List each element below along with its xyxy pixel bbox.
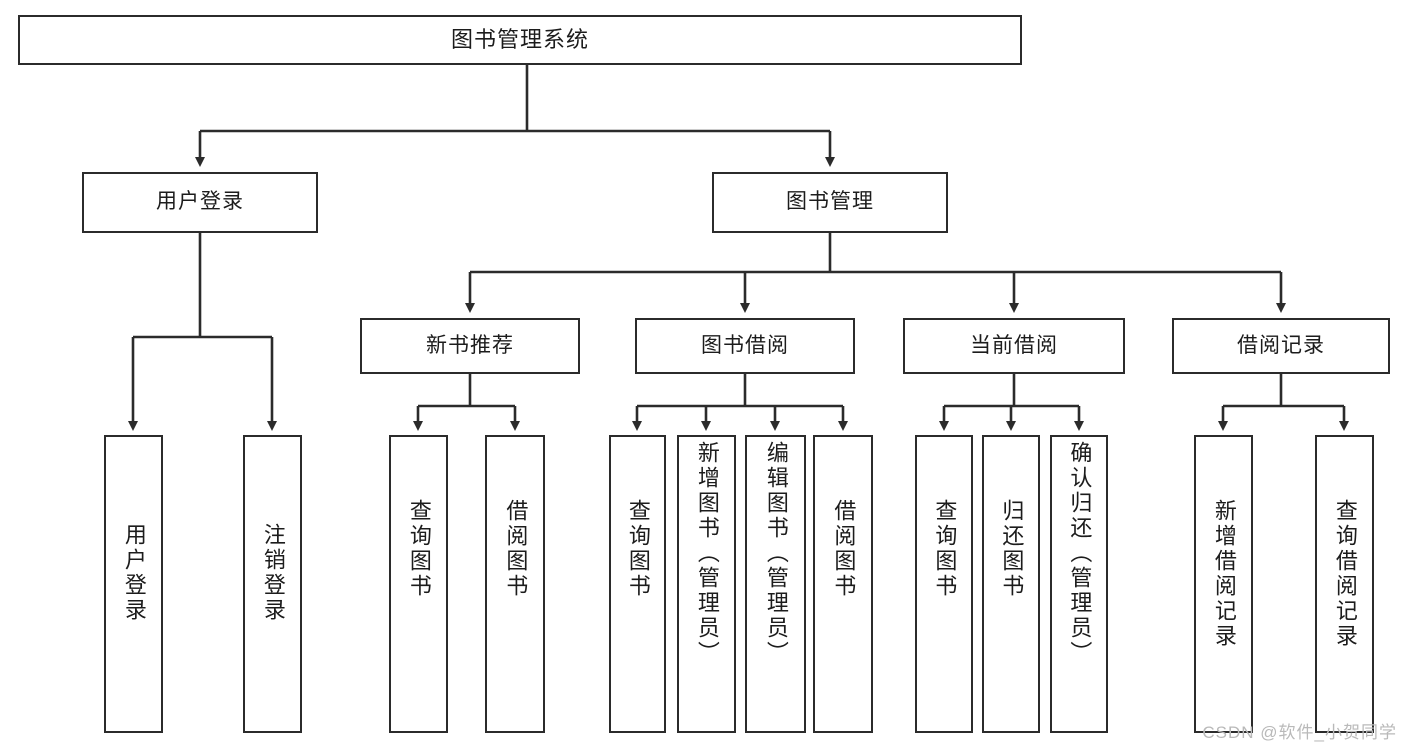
node-current-borrow[interactable]: 当前借阅 [903, 318, 1125, 374]
leaf-node[interactable]: 归还图书 [982, 435, 1040, 733]
leaf-node-label: 新增图书（管理员） [694, 441, 720, 666]
leaf-node[interactable]: 查询图书 [389, 435, 448, 733]
leaf-node-label: 借阅图书 [831, 499, 857, 599]
leaf-node-label: 查询图书 [625, 499, 651, 599]
leaf-node-label: 归还图书 [999, 499, 1025, 599]
leaf-node-label: 用户登录 [121, 523, 147, 623]
leaf-node[interactable]: 借阅图书 [485, 435, 545, 733]
node-root-label: 图书管理系统 [450, 27, 589, 53]
leaf-node[interactable]: 用户登录 [104, 435, 163, 733]
node-book-management-label: 图书管理 [786, 190, 874, 214]
leaf-node[interactable]: 注销登录 [243, 435, 302, 733]
leaf-node-label: 确认归还（管理员） [1067, 441, 1093, 666]
node-book-management[interactable]: 图书管理 [712, 172, 948, 233]
leaf-node[interactable]: 编辑图书（管理员） [745, 435, 806, 733]
leaf-node-label: 注销登录 [260, 523, 286, 623]
leaf-node[interactable]: 查询借阅记录 [1315, 435, 1374, 733]
leaf-node-label: 借阅图书 [503, 499, 529, 599]
node-book-borrow-label: 图书借阅 [701, 333, 789, 357]
node-new-book-recommend-label: 新书推荐 [426, 333, 514, 357]
leaf-node-label: 编辑图书（管理员） [763, 441, 789, 666]
leaf-node-label: 查询图书 [932, 499, 958, 599]
node-current-borrow-label: 当前借阅 [970, 333, 1058, 357]
leaf-node[interactable]: 新增图书（管理员） [677, 435, 736, 733]
node-book-borrow[interactable]: 图书借阅 [635, 318, 855, 374]
leaf-node-label: 查询借阅记录 [1332, 499, 1358, 649]
leaf-node[interactable]: 查询图书 [609, 435, 666, 733]
leaf-node-label: 新增借阅记录 [1211, 499, 1237, 649]
node-user-login[interactable]: 用户登录 [82, 172, 318, 233]
node-borrow-record-label: 借阅记录 [1237, 333, 1325, 357]
leaf-node-label: 查询图书 [406, 499, 432, 599]
node-new-book-recommend[interactable]: 新书推荐 [360, 318, 580, 374]
leaf-node[interactable]: 新增借阅记录 [1194, 435, 1253, 733]
leaf-node[interactable]: 确认归还（管理员） [1050, 435, 1108, 733]
leaf-node[interactable]: 借阅图书 [813, 435, 873, 733]
node-root[interactable]: 图书管理系统 [18, 15, 1022, 65]
leaf-node[interactable]: 查询图书 [915, 435, 973, 733]
node-user-login-label: 用户登录 [156, 190, 244, 214]
node-borrow-record[interactable]: 借阅记录 [1172, 318, 1390, 374]
